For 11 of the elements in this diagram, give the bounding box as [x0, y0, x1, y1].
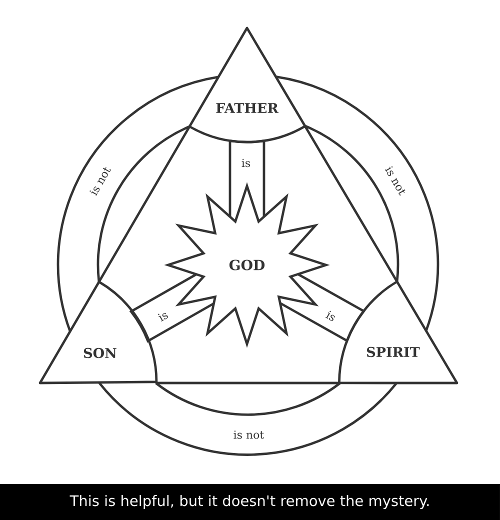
band-connector — [228, 140, 266, 218]
corner-region: SPIRIT — [338, 280, 458, 384]
edge-label: is not — [232, 428, 266, 440]
ring-connector — [56, 76, 220, 333]
edge-label: is not — [86, 163, 114, 198]
caption-bar: This is helpful, but it doesn't remove the mystery. — [0, 484, 500, 520]
ring-connector — [98, 382, 398, 456]
corner-region: FATHER — [188, 26, 306, 144]
edge-label: is not — [382, 163, 409, 198]
corner-region: SON — [38, 280, 158, 384]
edge-label: is — [240, 157, 252, 169]
